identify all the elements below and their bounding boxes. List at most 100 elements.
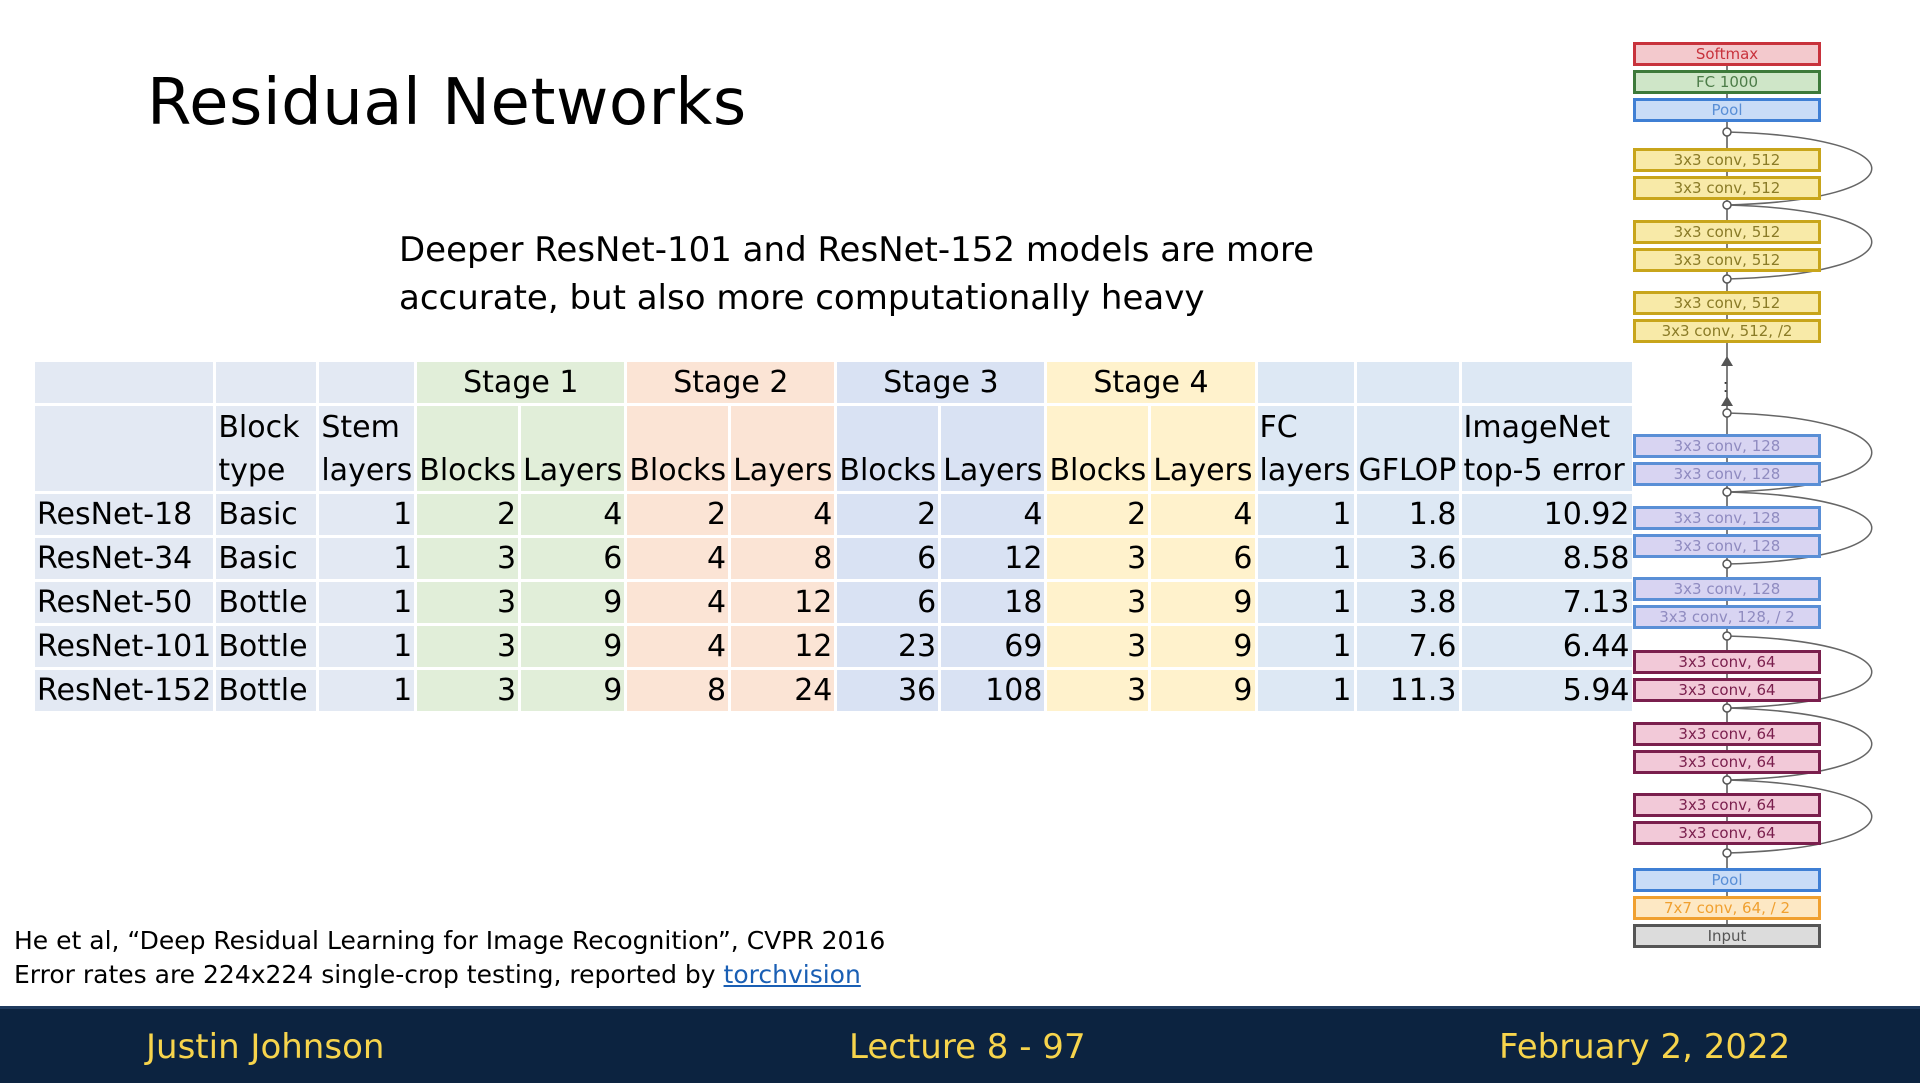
subtitle-line-2: accurate, but also more computationally … xyxy=(399,278,1205,318)
header-blank-err xyxy=(1461,362,1632,403)
layer-block: 3x3 conv, 512 xyxy=(1633,248,1821,272)
layer-block: Softmax xyxy=(1633,42,1821,66)
layer-block: 3x3 conv, 512 xyxy=(1633,291,1821,315)
header-blank-type xyxy=(216,362,317,403)
cell-stage1-blocks: 3 xyxy=(417,670,519,711)
cell-stage1-blocks: 3 xyxy=(417,582,519,623)
col-header-gflop: GFLOP xyxy=(1356,406,1459,491)
layer-block: 3x3 conv, 64 xyxy=(1633,750,1821,774)
layer-block: 3x3 conv, 64 xyxy=(1633,678,1821,702)
cell-top5-error: 10.92 xyxy=(1461,494,1632,535)
cell-stage4-blocks: 2 xyxy=(1047,494,1149,535)
cell-stage3-layers: 108 xyxy=(941,670,1045,711)
col-header-s1-layers: Layers xyxy=(521,406,625,491)
col-header-s4-layers: Layers xyxy=(1151,406,1255,491)
cell-gflop: 11.3 xyxy=(1356,670,1459,711)
cell-stage2-blocks: 4 xyxy=(627,626,729,667)
layer-block: 3x3 conv, 64 xyxy=(1633,793,1821,817)
layer-block: 3x3 conv, 512 xyxy=(1633,148,1821,172)
stage-header-row: Stage 1 Stage 2 Stage 3 Stage 4 xyxy=(35,362,1632,403)
cell-fc-layers: 1 xyxy=(1257,626,1354,667)
cell-top5-error: 7.13 xyxy=(1461,582,1632,623)
footer-author: Justin Johnson xyxy=(146,1027,385,1067)
skip-connection-arc xyxy=(1726,707,1873,781)
layer-block: Input xyxy=(1633,924,1821,948)
footer-date: February 2, 2022 xyxy=(1499,1027,1791,1067)
add-node xyxy=(1722,559,1732,569)
citation-line-2: Error rates are 224x224 single-crop test… xyxy=(14,958,885,992)
col-header-s3-layers: Layers xyxy=(941,406,1045,491)
cell-model-name: ResNet-50 xyxy=(35,582,214,623)
cell-stage4-layers: 9 xyxy=(1151,626,1255,667)
cell-block-type: Bottle xyxy=(216,626,317,667)
cell-gflop: 3.6 xyxy=(1356,538,1459,579)
layer-block: 3x3 conv, 128 xyxy=(1633,434,1821,458)
cell-stage1-layers: 9 xyxy=(521,626,625,667)
cell-block-type: Basic xyxy=(216,538,317,579)
layer-block: 3x3 conv, 64 xyxy=(1633,821,1821,845)
layer-block: 3x3 conv, 128 xyxy=(1633,506,1821,530)
col-header-s1-blocks: Blocks xyxy=(417,406,519,491)
subtitle-line-1: Deeper ResNet-101 and ResNet-152 models … xyxy=(399,230,1315,270)
cell-stage3-layers: 4 xyxy=(941,494,1045,535)
cell-stage1-layers: 6 xyxy=(521,538,625,579)
layer-block: Pool xyxy=(1633,98,1821,122)
header-blank-gflop xyxy=(1356,362,1459,403)
cell-stage1-blocks: 3 xyxy=(417,538,519,579)
cell-stage4-blocks: 3 xyxy=(1047,582,1149,623)
layer-block: 3x3 conv, 64 xyxy=(1633,650,1821,674)
header-blank-name xyxy=(35,362,214,403)
cell-block-type: Bottle xyxy=(216,582,317,623)
cell-stage2-blocks: 8 xyxy=(627,670,729,711)
torchvision-link[interactable]: torchvision xyxy=(723,960,861,989)
stage-4-header: Stage 4 xyxy=(1047,362,1255,403)
layer-block: 3x3 conv, 64 xyxy=(1633,722,1821,746)
cell-stage2-blocks: 4 xyxy=(627,582,729,623)
cell-stage4-layers: 4 xyxy=(1151,494,1255,535)
layer-block: 3x3 conv, 512 xyxy=(1633,176,1821,200)
stage-3-header: Stage 3 xyxy=(837,362,1045,403)
col-header-s4-blocks: Blocks xyxy=(1047,406,1149,491)
col-header-name xyxy=(35,406,214,491)
layer-block: Pool xyxy=(1633,868,1821,892)
cell-gflop: 1.8 xyxy=(1356,494,1459,535)
citation-line-2-text: Error rates are 224x224 single-crop test… xyxy=(14,960,724,989)
footer-lecture: Lecture 8 - 97 xyxy=(849,1027,1086,1067)
skip-connection-arc xyxy=(1726,491,1873,565)
cell-stage3-layers: 18 xyxy=(941,582,1045,623)
cell-stage2-layers: 24 xyxy=(731,670,835,711)
skip-connection-arc xyxy=(1726,131,1873,206)
cell-fc-layers: 1 xyxy=(1257,494,1354,535)
cell-stage3-blocks: 6 xyxy=(837,582,939,623)
add-node xyxy=(1722,200,1732,210)
cell-stage1-blocks: 3 xyxy=(417,626,519,667)
cell-top5-error: 8.58 xyxy=(1461,538,1632,579)
cell-stage2-blocks: 2 xyxy=(627,494,729,535)
cell-stage3-blocks: 6 xyxy=(837,538,939,579)
cell-model-name: ResNet-34 xyxy=(35,538,214,579)
layer-block: 7x7 conv, 64, / 2 xyxy=(1633,896,1821,920)
add-node xyxy=(1722,631,1732,641)
skip-connections: : xyxy=(1721,50,1873,930)
cell-stage1-layers: 4 xyxy=(521,494,625,535)
cell-stem-layers: 1 xyxy=(319,538,415,579)
slide-subtitle: Deeper ResNet-101 and ResNet-152 models … xyxy=(399,226,1379,322)
add-node xyxy=(1722,487,1732,497)
cell-stage4-blocks: 3 xyxy=(1047,538,1149,579)
cell-stage4-layers: 6 xyxy=(1151,538,1255,579)
cell-stage2-layers: 12 xyxy=(731,582,835,623)
add-node xyxy=(1722,274,1732,284)
add-node xyxy=(1722,848,1732,858)
cell-model-name: ResNet-18 xyxy=(35,494,214,535)
add-node xyxy=(1722,127,1732,137)
cell-stage1-layers: 9 xyxy=(521,670,625,711)
